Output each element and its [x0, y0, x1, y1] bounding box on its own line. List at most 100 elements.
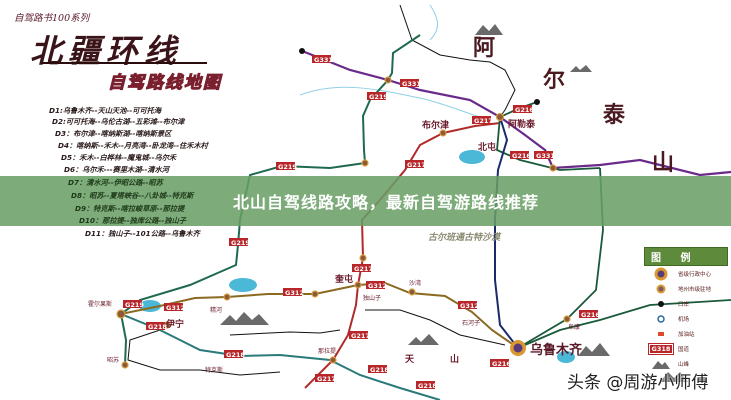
badge-g218: G218 [146, 322, 167, 331]
badge-g217: G217 [349, 331, 370, 340]
label-altay: 阿勒泰 [508, 118, 536, 130]
port-icon [658, 300, 664, 307]
svg-text:G312: G312 [460, 302, 479, 310]
badge-g218: G218 [416, 381, 437, 390]
lake-ulungur [459, 150, 485, 164]
svg-text:G312: G312 [285, 289, 304, 297]
label-tekes: 特克斯 [205, 366, 223, 374]
legend-item: 机场 [644, 311, 728, 326]
svg-text:G217: G217 [474, 117, 493, 125]
city-icon [656, 284, 666, 293]
label-dushanzi: 独山子 [363, 294, 381, 302]
mountain-label: 山 [652, 150, 675, 176]
badge-g216: G216 [579, 310, 600, 319]
itinerary-day: D2:可可托海--乌伦古湖--五彩滩--布尔津 [52, 117, 185, 126]
itinerary-day: D5：禾木--白桦林--魔鬼城--乌尔禾 [61, 153, 177, 162]
svg-text:G217: G217 [351, 332, 370, 340]
svg-text:G219: G219 [278, 163, 297, 171]
legend-title: 图 例 [644, 247, 728, 266]
svg-text:G312: G312 [368, 282, 387, 290]
label-shawan: 沙湾 [409, 279, 421, 287]
legend-item: 山峰 [644, 356, 728, 371]
road-g331 [301, 49, 731, 177]
badge-g219: G219 [229, 238, 250, 247]
legend-item: 省级行政中心 [644, 266, 728, 281]
itinerary-day: D3：布尔津--喀纳斯湖--喀纳斯景区 [55, 129, 172, 138]
legend-item: 加油站 [644, 326, 728, 341]
itinerary-day: D7：清水河--伊昭公路--昭苏 [68, 178, 163, 187]
badge-g216: G216 [510, 151, 531, 160]
itinerary-day: D9：特克斯--喀拉峻草原--那拉提 [75, 204, 185, 213]
road-sample: G318 [647, 342, 675, 355]
svg-text:G218: G218 [148, 323, 167, 331]
svg-text:G216: G216 [581, 311, 600, 319]
label-beitun: 北屯 [478, 141, 496, 153]
badge-g217: G217 [472, 116, 493, 125]
label-shan: 山 [450, 353, 459, 365]
label-nalati: 那拉提 [318, 347, 336, 355]
banner-title: 北山自驾线路攻略，最新自驾游路线推荐 [233, 193, 540, 212]
label-khorgas: 霍尔果斯 [88, 300, 112, 308]
badge-g217: G217 [405, 160, 426, 169]
title-banner [0, 176, 731, 226]
label-shihezi: 石河子 [462, 319, 480, 327]
road-g312 [120, 281, 519, 349]
svg-text:G217: G217 [317, 375, 336, 383]
badge-g219: G219 [276, 162, 297, 171]
svg-text:G216: G216 [492, 360, 511, 368]
badge-g331: G331 [312, 55, 333, 64]
map-title: 北疆环线 [30, 32, 183, 70]
badge-g331: G331 [400, 79, 421, 88]
watermark: 头条 @周游小师傅 [567, 373, 709, 393]
legend-item: 地州市级驻地 [644, 281, 728, 296]
lake [557, 351, 575, 363]
port-marker [534, 99, 540, 105]
city-markers [116, 76, 571, 369]
mountain-label: 泰 [603, 102, 626, 128]
capital-icon [654, 267, 668, 280]
badge-g219: G219 [367, 92, 388, 101]
itinerary-day: D1:乌鲁木齐--天山天池--可可托海 [49, 106, 162, 115]
badge-g217: G217 [352, 264, 373, 273]
badge-g312: G312 [283, 288, 304, 297]
itinerary-day: D8：昭苏--夏塔峡谷--八卦城--特克斯 [71, 191, 194, 200]
airport-icon [657, 314, 665, 323]
peak-icon [652, 360, 670, 369]
label-urumqi: 乌鲁木齐 [530, 342, 583, 358]
label-yining: 伊宁 [165, 318, 184, 330]
itinerary-day: D11：独山子--101公路--乌鲁木齐 [85, 229, 200, 238]
label-burqin: 布尔津 [421, 119, 449, 131]
series-label: 自驾路书100系列 [14, 13, 90, 24]
road-badges: G331 G331 G331 G219 G219 G219 G219 G217 … [123, 55, 600, 390]
legend-label: 地州市级驻地 [678, 286, 712, 293]
urumqi-marker-core [513, 343, 523, 353]
svg-text:G219: G219 [231, 239, 250, 247]
badge-g216: G216 [490, 359, 511, 368]
svg-text:G331: G331 [314, 56, 333, 64]
badge-g218: G218 [224, 350, 245, 359]
itinerary-day: D10：那拉提--独库公路--独山子 [79, 216, 186, 225]
svg-text:G219: G219 [125, 301, 144, 309]
label-tian: 天 [405, 354, 415, 365]
svg-text:G216: G216 [515, 106, 534, 114]
legend-label: 国道 [678, 346, 690, 353]
mountain-label: 阿 [473, 35, 496, 61]
legend-item: 口岸 [644, 296, 728, 311]
badge-g331: G331 [534, 151, 555, 160]
road-g218 [120, 313, 441, 400]
label-kuitun: 奎屯 [334, 273, 353, 285]
legend-label: 口岸 [678, 301, 690, 308]
svg-text:G331: G331 [402, 80, 421, 88]
label-zhaosu: 昭苏 [107, 356, 119, 364]
badge-g312: G312 [458, 301, 479, 310]
badge-g217: G217 [315, 374, 336, 383]
legend-label: 机场 [678, 316, 690, 323]
badge-g219: G219 [123, 300, 144, 309]
river [299, 4, 491, 121]
gas-station-icon [658, 331, 664, 336]
lake-sayram [229, 278, 257, 292]
svg-text:G216: G216 [512, 152, 531, 160]
legend-label: 加油站 [678, 331, 695, 338]
